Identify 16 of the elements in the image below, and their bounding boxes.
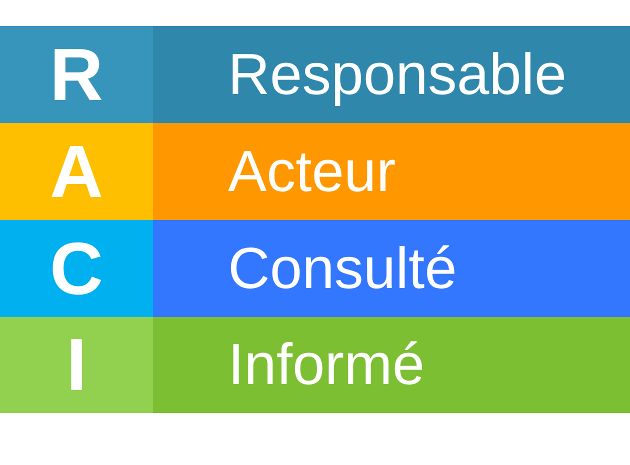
- initial-cell: [0, 317, 153, 413]
- initial-letter: A: [50, 134, 104, 208]
- initial-letter: C: [50, 232, 104, 306]
- role-cell: [153, 123, 630, 220]
- role-name: Consulté: [228, 240, 457, 298]
- initial-cell: [0, 123, 153, 220]
- role-cell: [153, 26, 630, 123]
- role-name: Responsable: [228, 46, 567, 104]
- initial-cell: [0, 220, 153, 317]
- initial-letter: R: [50, 38, 104, 112]
- initial-letter: I: [66, 328, 87, 402]
- role-cell: [153, 220, 630, 317]
- role-name: Acteur: [228, 142, 396, 200]
- initial-cell: [0, 26, 153, 123]
- role-cell: [153, 317, 630, 413]
- role-name: Informé: [228, 336, 425, 394]
